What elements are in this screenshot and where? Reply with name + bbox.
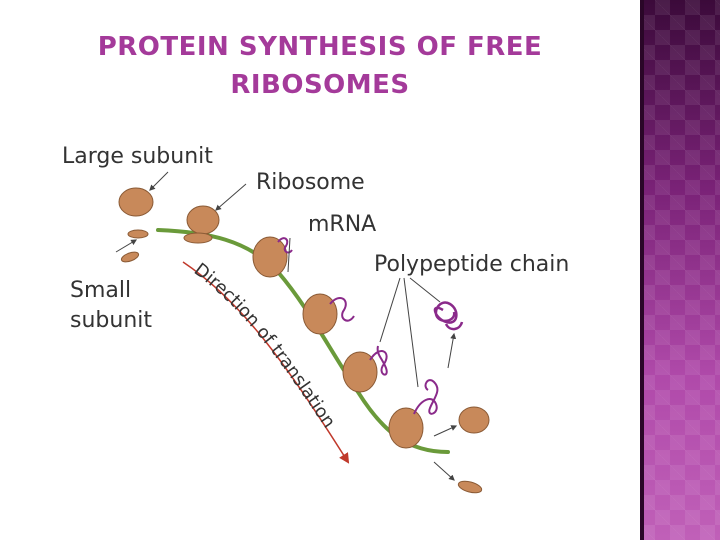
side-panel-edge (640, 0, 644, 540)
direction-label: Direction of translation (190, 259, 339, 432)
free-small-subunit (120, 251, 140, 263)
polypeptide-3 (369, 345, 388, 376)
pointer-release-2 (433, 425, 458, 437)
pointer-polypeptide-2 (403, 277, 419, 388)
ribosome-2 (252, 236, 288, 278)
pointer-polypeptide-3 (409, 277, 441, 303)
ribosome-diagram: Direction of translation Large subunit R… (58, 132, 600, 512)
pointer-ribosome (215, 183, 247, 211)
ribosome-1-large (186, 205, 220, 235)
direction-label-path: Direction of translation (190, 259, 339, 432)
polypeptide-1 (277, 237, 293, 254)
direction-arrow (182, 261, 350, 464)
pointer-release-3 (433, 461, 455, 481)
label-mrna: mRNA (308, 212, 377, 237)
polypeptide-2 (329, 296, 355, 322)
diagram-graphic: Direction of translation (115, 171, 490, 494)
pointer-mrna (287, 237, 291, 273)
label-small-subunit-line-2: subunit (70, 308, 152, 333)
pointer-small-subunit (115, 239, 138, 253)
pointer-release-1 (447, 332, 457, 369)
label-large-subunit: Large subunit (62, 144, 213, 169)
label-small-subunit-line-1: Small (70, 278, 132, 303)
slide-title: PROTEIN SYNTHESIS OF FREE RIBOSOMES (60, 28, 580, 104)
label-ribosome: Ribosome (256, 170, 365, 195)
ribosome-4 (342, 351, 378, 393)
label-polypeptide-chain: Polypeptide chain (374, 252, 570, 277)
pointer-large-subunit (149, 171, 169, 191)
released-small-subunit (457, 480, 483, 494)
polypeptide-4 (413, 379, 439, 415)
decorative-side-panel (640, 0, 720, 540)
free-small-subunit-2 (127, 229, 149, 239)
slide-title-line-2: RIBOSOMES (230, 70, 410, 100)
released-polypeptide (433, 301, 464, 331)
free-large-subunit (118, 187, 154, 217)
ribosome-1-small (183, 232, 213, 244)
pointer-polypeptide-1 (379, 277, 401, 343)
ribosome-5 (388, 407, 424, 449)
released-large-subunit (458, 406, 490, 434)
ribosome-3 (302, 293, 338, 335)
slide-title-line-1: PROTEIN SYNTHESIS OF FREE (97, 32, 543, 62)
